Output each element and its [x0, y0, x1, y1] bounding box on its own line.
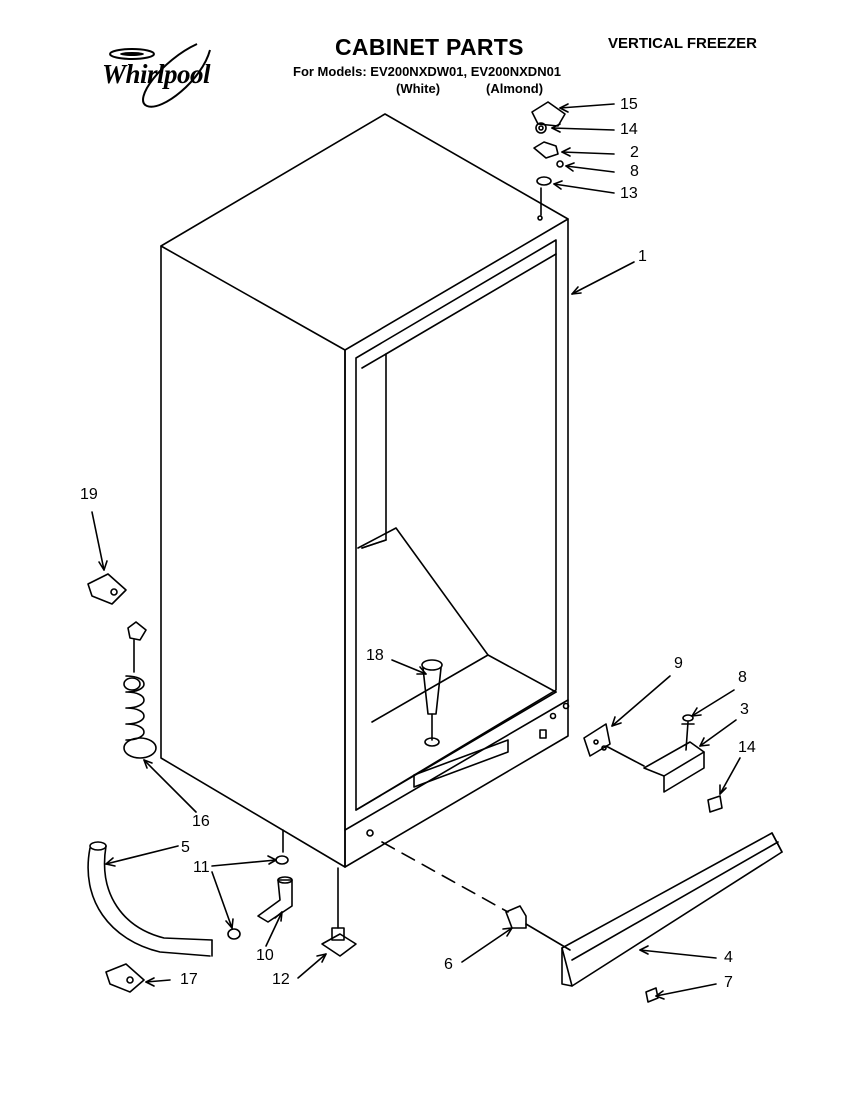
callout-11: 11: [193, 859, 210, 876]
variant-white: (White): [396, 81, 441, 96]
lower-parts: [87, 829, 357, 993]
callout-18: 18: [366, 647, 384, 664]
top-hinge-parts: [531, 101, 566, 216]
callout-17: 17: [180, 971, 198, 988]
callout-4: 4: [724, 949, 733, 966]
callout-15: 15: [620, 96, 638, 113]
callout-13: 13: [620, 185, 638, 202]
callout-6: 6: [444, 956, 453, 973]
whirlpool-logo: Whirlpool: [92, 40, 232, 110]
callout-8b: 8: [738, 669, 747, 686]
page-title: CABINET PARTS: [335, 34, 524, 60]
cord-clip-part: [87, 573, 127, 605]
callout-19: 19: [80, 486, 98, 503]
callout-7: 7: [724, 974, 733, 991]
cabinet-part: [160, 113, 570, 868]
callout-1: 1: [638, 248, 647, 265]
drain-tube-part: [421, 659, 443, 747]
callout-8: 8: [630, 163, 639, 180]
variant-almond: (Almond): [486, 81, 544, 96]
kickplate-parts: [381, 832, 783, 1003]
bottom-hinge-parts: [583, 714, 723, 813]
callout-9: 9: [674, 655, 683, 672]
callout-12: 12: [272, 971, 290, 988]
callout-5: 5: [181, 839, 190, 856]
model-numbers: For Models: EV200NXDW01, EV200NXDN01: [293, 64, 562, 79]
leader-lines: [91, 103, 741, 1000]
callout-14: 14: [620, 121, 638, 138]
callout-2: 2: [630, 144, 639, 161]
callout-14b: 14: [738, 739, 756, 756]
whirlpool-swoosh-icon: [109, 43, 211, 108]
power-cord-part: [123, 621, 157, 759]
callout-3: 3: [740, 701, 749, 718]
brand-name: Whirlpool: [102, 59, 211, 89]
product-type: VERTICAL FREEZER: [608, 35, 757, 52]
callout-16: 16: [192, 813, 210, 830]
callout-10: 10: [256, 947, 274, 964]
